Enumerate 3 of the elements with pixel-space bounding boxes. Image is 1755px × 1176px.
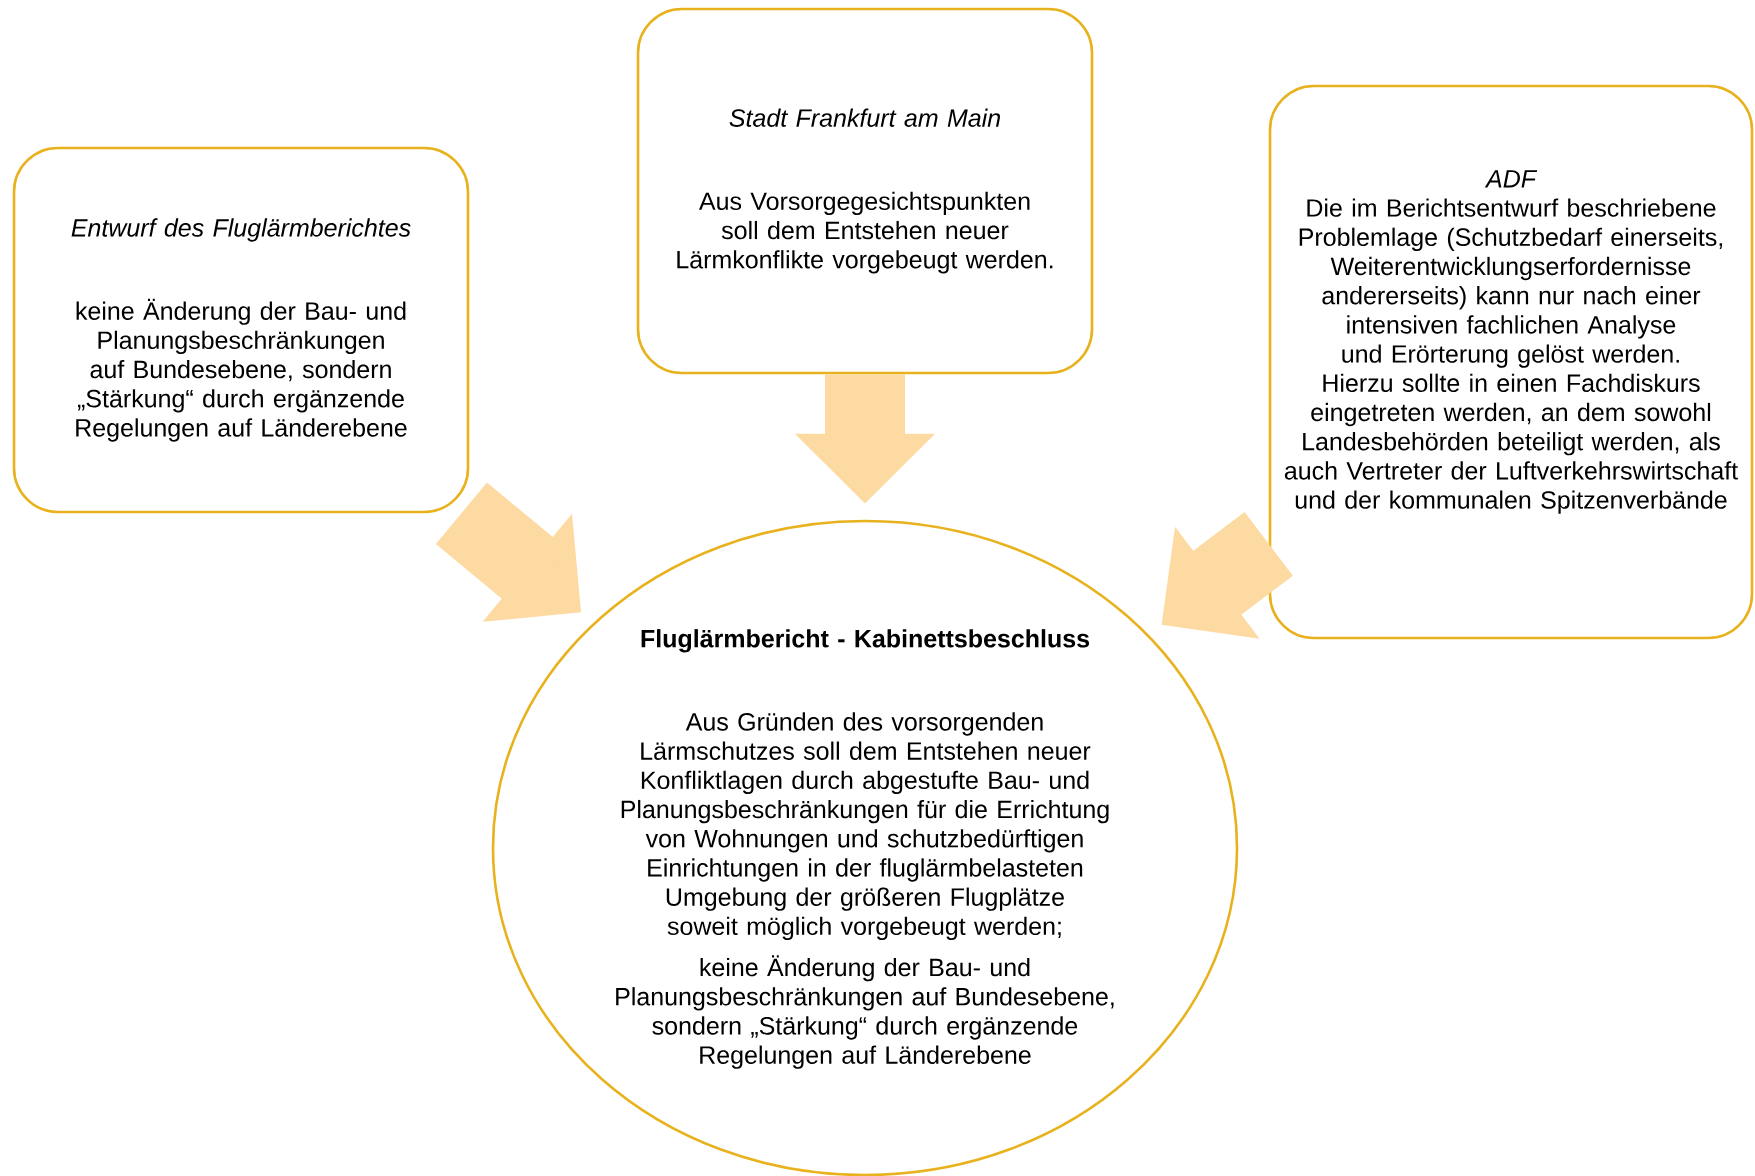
rounded-box: Stadt Frankfurt am Main Aus Vorsorgegesichtspunkten soll dem Entstehen neuer Lärmkonflikte vorgebeugt werden. (636, 7, 1094, 375)
rounded-box: ADF Die im Berichtsentwurf beschriebene Problemlage (Schutzbedarf einerseits, Weiterentwicklungserfordernisse andererseits) kann nur nach einer intensiven fachlichen Analyse und Erörterung gelöst werden. Hierzu sollte in einen Fachdiskurs eingetreten werden, an dem sowohl Landesbehörden beteiligt werden, als auch Vertreter der Luftverkehrswirtschaft und der kommunalen Spitzenverbände (1268, 84, 1754, 640)
rounded-box: Entwurf des Fluglärmberichtes keine Änderung der Bau- und Planungsbeschränkungen auf Bundesebene, sondern „Stärkung“ durch ergänzende Regelungen auf Länderebene (12, 146, 470, 514)
